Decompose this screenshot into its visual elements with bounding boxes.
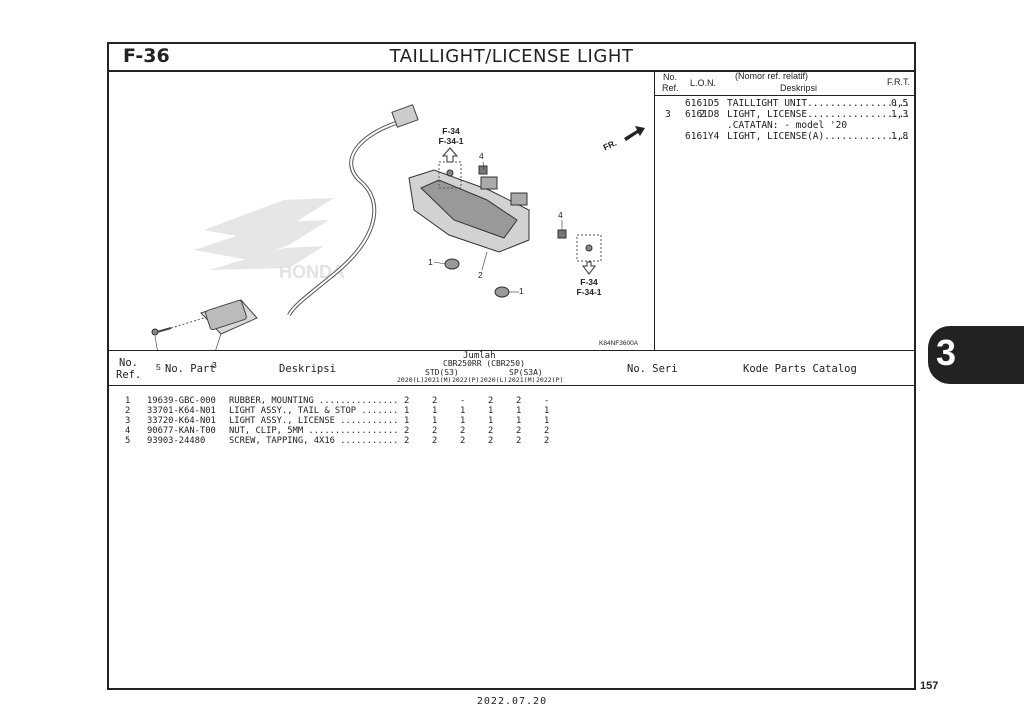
screw [585,244,593,252]
callout-4: 4 [558,210,563,220]
ref-arrow-up-icon [441,147,459,163]
ref-row: 2 [699,109,706,120]
tapping-screw [151,327,172,336]
figure-header: F-36 TAILLIGHT/LICENSE LIGHT [109,44,914,72]
catalog-page-frame: F-36 TAILLIGHT/LICENSE LIGHT HONDA [107,42,916,690]
figure-code: F-36 [123,45,170,67]
table-row: 4 90677-KAN-T00 NUT, CLIP, 5MM .........… [125,426,550,436]
ref-arrow-down-icon [582,261,596,275]
wiring-harness [287,120,400,317]
callout-3: 3 [212,360,217,370]
callout-5: 5 [156,362,161,372]
labor-reference-table: No. Ref. L.O.N. (Nomor ref. relatif) Des… [655,70,914,350]
table-row: 2 33701-K64-N01 LIGHT ASSY., TAIL & STOP… [125,406,550,416]
diagram-illustration: HONDA [151,104,645,350]
ref-figure-top: F-34 F-34-1 [438,126,464,146]
table-row: 1 19639-GBC-000 RUBBER, MOUNTING .......… [125,396,550,406]
callout-1: 1 [519,286,524,296]
print-date: 2022.07.20 [476,696,548,707]
clip-nut [557,229,567,239]
license-light-assembly [200,299,258,335]
callout-2: 2 [478,270,483,280]
ref-figure-bottom: F-34 F-34-1 [576,277,602,297]
ref-row: 3 [665,109,671,120]
table-row: 5 93903-24480 SCREW, TAPPING, 4X16 .....… [125,436,550,446]
callout-1: 1 [428,257,433,267]
front-direction-arrow-icon [624,126,645,141]
page-number: 157 [920,680,939,692]
exploded-diagram: HONDA [109,70,655,372]
rubber-mounting [444,258,460,270]
ref-note: .CATATAN: - model '20 [727,120,848,131]
figure-title: TAILLIGHT/LICENSE LIGHT [389,46,634,67]
clip-nut [478,165,488,175]
connector [391,104,419,128]
honda-wing-watermark [194,198,334,270]
table-row: 3 33720-K64-N01 LIGHT ASSY., LICENSE ...… [125,416,550,426]
screw [446,169,454,177]
taillight-unit [408,169,530,253]
callout-4: 4 [479,151,484,161]
rubber-mounting [494,286,510,298]
ref-row: 6161Y4 [685,131,720,142]
image-code: K84NF3600A [599,340,639,347]
section-tab: 3 [928,326,1024,384]
